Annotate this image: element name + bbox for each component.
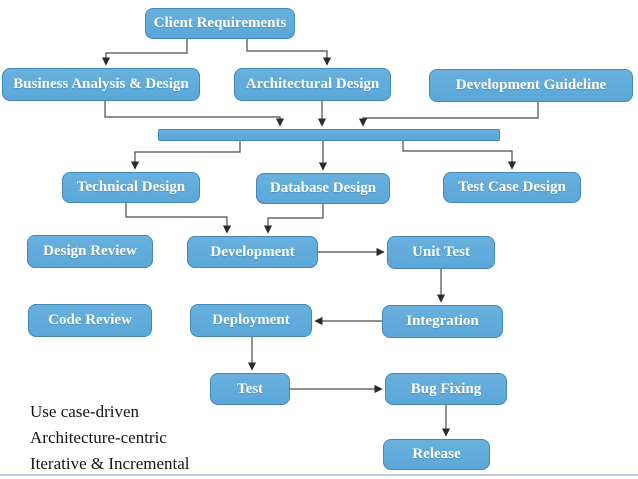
node-unit-test: Unit Test — [387, 236, 495, 269]
annotation-architecture-centric: Architecture-centric — [30, 428, 167, 447]
node-business-analysis-design: Business Analysis & Design — [2, 68, 200, 101]
edge-client-requirements-to-business-analysis — [101, 39, 188, 66]
bottom-divider — [0, 474, 638, 476]
node-integration: Integration — [382, 305, 503, 338]
node-client-requirements: Client Requirements — [145, 8, 295, 39]
annotation-use-case-driven: Use case-driven — [30, 402, 140, 421]
node-development-guideline: Development Guideline — [429, 69, 633, 102]
node-architectural-design: Architectural Design — [234, 68, 391, 101]
node-test: Test — [210, 373, 290, 405]
node-test-case-design: Test Case Design — [443, 172, 581, 203]
node-deployment: Deployment — [190, 304, 312, 337]
edge-technical-design-to-development — [125, 203, 232, 234]
node-database-design: Database Design — [256, 173, 390, 204]
node-development: Development — [187, 236, 318, 268]
edge-development-guideline-to-sync-bar — [358, 102, 539, 127]
annotation-iterative-incremental: Iterative & Incremental — [30, 454, 190, 473]
edge-database-design-to-development — [263, 204, 324, 234]
node-technical-design: Technical Design — [62, 172, 200, 203]
node-code-review: Code Review — [28, 304, 152, 337]
sync-bar — [158, 129, 500, 141]
node-release: Release — [383, 439, 490, 470]
methodology-annotations: Use case-driven Architecture-centric Ite… — [30, 399, 190, 477]
node-bug-fixing: Bug Fixing — [385, 373, 507, 405]
node-design-review: Design Review — [27, 235, 153, 268]
edge-sync-bar-to-test-case-design — [402, 141, 517, 170]
edge-business-analysis-to-sync-bar — [104, 101, 285, 127]
edge-sync-bar-to-technical-design — [130, 141, 241, 170]
edge-client-requirements-to-architectural-design — [246, 39, 332, 66]
